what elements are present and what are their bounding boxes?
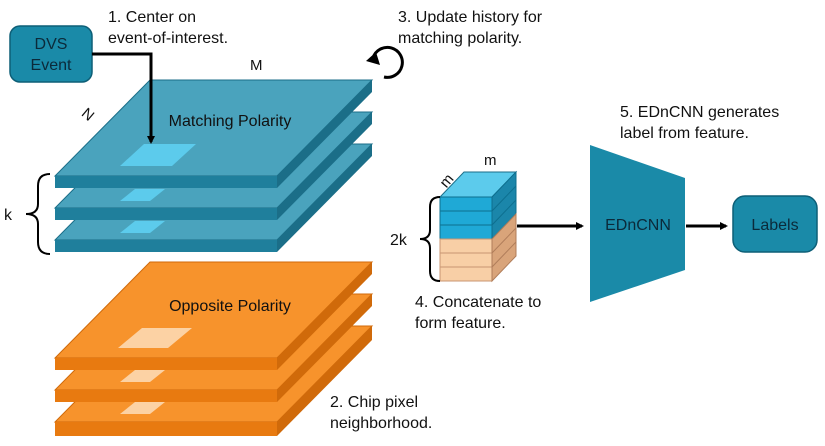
edncnn-block: EDnCNN — [590, 145, 685, 302]
step1-text-2: event-of-interest. — [108, 30, 228, 47]
opposite-layer-1 — [53, 261, 374, 370]
step3-text-1: 3. Update history for — [398, 9, 543, 26]
feature-stack — [438, 170, 518, 283]
k-brace — [25, 173, 51, 255]
dvs-event-box: DVS Event — [9, 25, 93, 83]
dvs-event-label-1: DVS — [35, 36, 68, 53]
step2-text-2: neighborhood. — [330, 415, 432, 432]
labels-label: Labels — [751, 217, 798, 234]
step5-text-1: 5. EDnCNN generates — [620, 104, 779, 121]
step4-text-2: form feature. — [415, 315, 506, 332]
center-arrow — [92, 52, 155, 144]
step1-text-1: 1. Center on — [108, 9, 196, 26]
dim-m2-label: m — [484, 152, 497, 169]
two-k-brace — [419, 196, 441, 282]
matching-polarity-label: Matching Polarity — [169, 113, 292, 130]
opposite-polarity-label: Opposite Polarity — [169, 298, 291, 315]
two-k-label: 2k — [390, 232, 408, 249]
labels-box: Labels — [732, 195, 818, 253]
step3-text-2: matching polarity. — [398, 30, 522, 47]
step4-text-1: 4. Concatenate to — [415, 294, 541, 311]
matching-layer-1 — [53, 79, 374, 188]
refresh-icon — [366, 45, 404, 79]
step5-text-2: label from feature. — [620, 125, 749, 142]
k-label: k — [4, 207, 13, 224]
dvs-event-label-2: Event — [31, 57, 72, 74]
dim-n-label: N — [78, 105, 97, 125]
dim-m-label: M — [250, 57, 263, 74]
edncnn-label: EDnCNN — [605, 217, 671, 234]
step2-text-1: 2. Chip pixel — [330, 394, 418, 411]
